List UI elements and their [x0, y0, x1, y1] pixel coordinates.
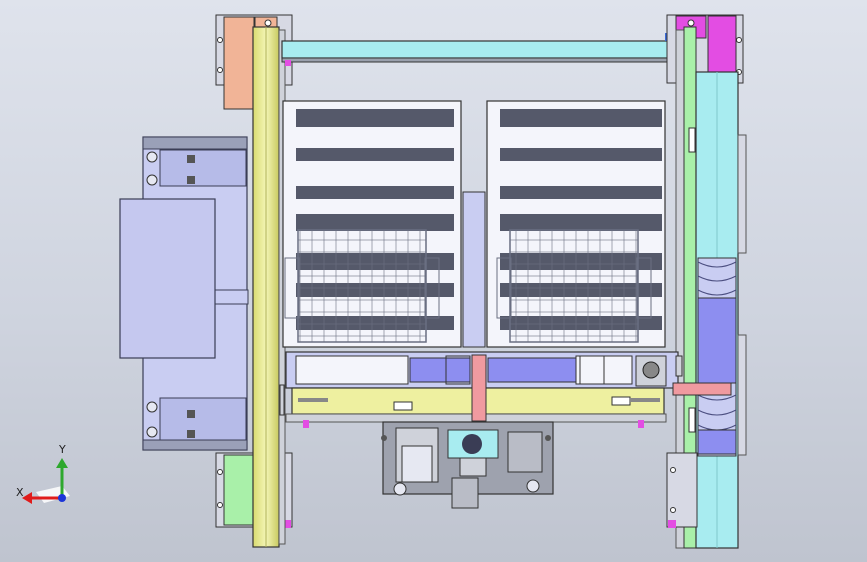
left-carriage-plate [142, 136, 249, 451]
transfer-strap [471, 354, 487, 422]
right-strap [672, 382, 732, 396]
z-axis-point [58, 494, 66, 502]
y-axis-label: Y [58, 443, 66, 456]
coordinate-triad: Y X [16, 443, 70, 504]
left-tray [282, 100, 462, 348]
right-conveyor-belt [697, 257, 737, 457]
center-divider [462, 191, 486, 348]
right-tray [486, 100, 666, 348]
x-axis-label: X [16, 486, 24, 499]
control-box [119, 198, 216, 359]
top-cross-beam [281, 33, 677, 66]
bottom-right-mount-block [666, 452, 698, 528]
rail-fasteners [279, 127, 696, 433]
drive-motor-assembly [381, 421, 554, 509]
left-linear-rail [252, 26, 286, 548]
